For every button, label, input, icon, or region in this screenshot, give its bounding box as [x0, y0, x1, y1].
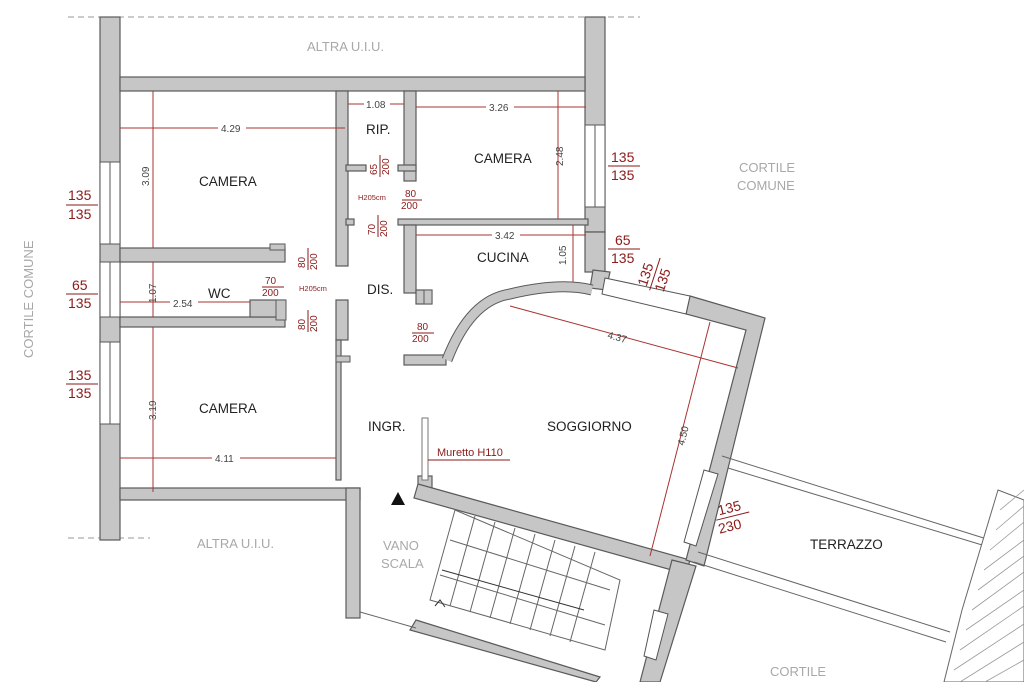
door-camera1-top: 80 [297, 256, 308, 268]
room-terrazzo: TERRAZZO [810, 537, 883, 552]
dim-1-07: 1.07 [148, 283, 159, 303]
dim-4-37: 4.37 [606, 330, 628, 346]
opening-labels: 135 135 65 135 135 135 135 135 65 135 13… [66, 149, 750, 537]
door-jambs [269, 243, 433, 363]
dim-2-54: 2.54 [173, 299, 193, 310]
door-soggiorno-top: 80 [417, 322, 429, 333]
windows [99, 124, 719, 661]
door-rip-bot: 200 [381, 158, 392, 175]
terrace-hatch [943, 489, 1024, 682]
dim-3-19: 3.19 [148, 400, 159, 420]
win-soggiorno-top: 135 [634, 261, 657, 288]
room-rip: RIP. [366, 122, 391, 137]
room-camera-bottom-left: CAMERA [199, 401, 257, 416]
staircase [359, 509, 621, 651]
door-h205-b: H205cm [299, 284, 327, 293]
door-rip-top: 65 [369, 163, 380, 175]
dim-1-08: 1.08 [366, 100, 386, 111]
win-camera-top: 135 [611, 149, 635, 165]
door-wc-top: 70 [265, 276, 277, 287]
win-left3-bot: 135 [68, 385, 92, 401]
dim-3-09: 3.09 [141, 166, 152, 186]
muretto [421, 417, 429, 481]
win-left2-top: 65 [72, 277, 88, 293]
win-cucina-bot: 135 [611, 250, 635, 266]
dim-3-42: 3.42 [495, 231, 515, 242]
win-left3-top: 135 [68, 367, 92, 383]
door-wc-bot: 200 [262, 288, 279, 299]
door-cucina-top: 70 [367, 223, 378, 235]
win-left1-bot: 135 [68, 206, 92, 222]
room-wc: WC [208, 286, 231, 301]
label-cortile-bottom: CORTILE [770, 664, 826, 679]
dim-2-48: 2.48 [555, 146, 566, 166]
win-terrazzo-bot: 230 [716, 515, 743, 536]
entrance-arrow-icon [391, 492, 405, 505]
room-camera-top-right: CAMERA [474, 151, 532, 166]
label-cortile-comune-right-2: COMUNE [737, 178, 795, 193]
door-soggiorno-bot: 200 [412, 334, 429, 345]
win-cucina-top: 65 [615, 232, 631, 248]
label-scala: SCALA [381, 556, 424, 571]
room-ingr: INGR. [368, 419, 406, 434]
dim-4-11: 4.11 [215, 454, 234, 465]
dim-4-29: 4.29 [221, 124, 241, 135]
room-cucina: CUCINA [477, 250, 529, 265]
win-camera-bot: 135 [611, 167, 635, 183]
door-dis1-bot: 200 [401, 201, 418, 212]
label-cortile-comune-right-1: CORTILE [739, 160, 795, 175]
room-soggiorno: SOGGIORNO [547, 419, 632, 434]
room-dis: DIS. [367, 282, 393, 297]
win-soggiorno-bot: 135 [651, 266, 674, 293]
dim-4-50: 4.50 [676, 425, 691, 447]
door-h205-a: H205cm [358, 193, 386, 202]
room-camera-top-left: CAMERA [199, 174, 257, 189]
label-vano: VANO [383, 538, 419, 553]
dimension-values: 4.29 3.09 1.08 3.26 2.48 3.42 1.05 1.07 … [141, 98, 692, 465]
door-camera1-bot: 200 [309, 253, 320, 270]
win-terrazzo-top: 135 [716, 497, 743, 518]
win-left2-bot: 135 [68, 295, 92, 311]
door-cucina-bot: 200 [379, 220, 390, 237]
label-altra-top: ALTRA U.I.U. [307, 39, 384, 54]
door-camera2-top: 80 [297, 318, 308, 330]
dim-3-26: 3.26 [489, 103, 509, 114]
dim-1-05: 1.05 [558, 245, 569, 265]
walls [99, 16, 766, 682]
note-muretto: Muretto H110 [437, 447, 503, 459]
terrace-outline [693, 455, 993, 643]
door-camera2-bot: 200 [309, 315, 320, 332]
label-altra-bottom: ALTRA U.I.U. [197, 536, 274, 551]
door-dis1-top: 80 [405, 189, 417, 200]
win-left1-top: 135 [68, 187, 92, 203]
label-cortile-comune-left: CORTILE COMUNE [21, 240, 36, 358]
dimension-lines [120, 91, 739, 557]
